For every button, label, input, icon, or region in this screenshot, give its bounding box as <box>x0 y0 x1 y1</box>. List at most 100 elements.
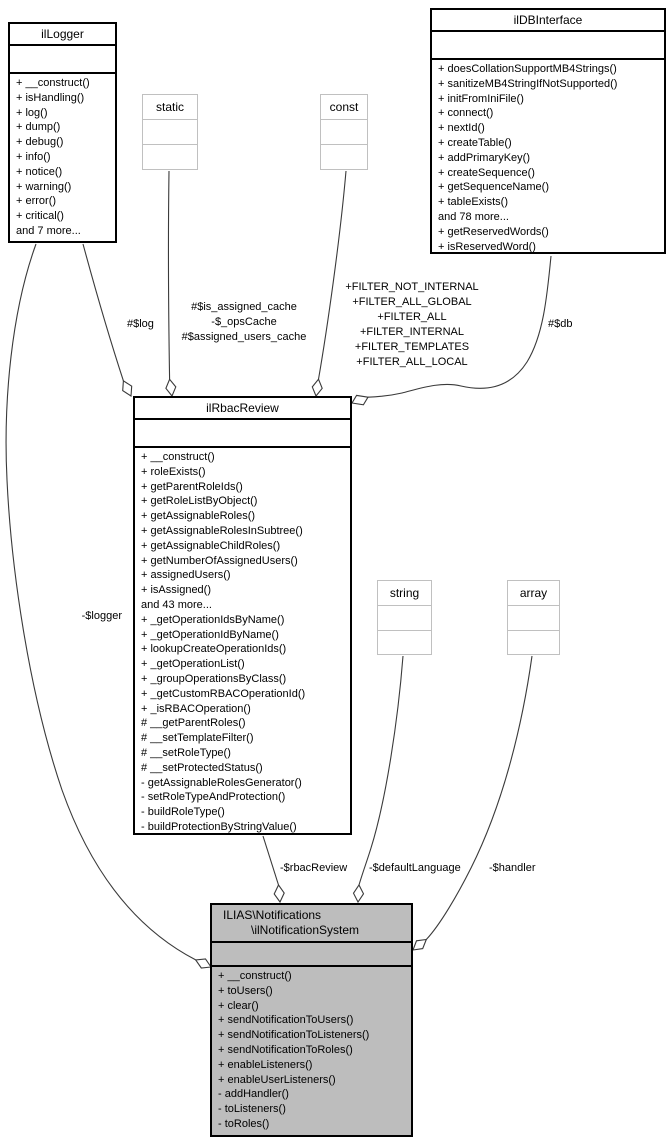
text-line: - toListeners() <box>218 1103 286 1116</box>
text-line: # __setProtectedStatus() <box>141 761 263 774</box>
text-line: + getNumberOfAssignedUsers() <box>141 554 298 567</box>
text-line: + getAssignableRolesInSubtree() <box>141 524 303 537</box>
edge-db <box>367 255 552 398</box>
type-title-array: array <box>508 581 559 606</box>
class-methods-ilrbacreview: + __construct()+ roleExists()+ getParent… <box>135 448 350 833</box>
text-line: - getAssignableRolesGenerator() <box>141 776 302 789</box>
edge-label-caches: #$is_assigned_cache -$_opsCache #$assigned… <box>167 300 321 345</box>
aggregation-diamond-rbacreview <box>273 883 285 904</box>
class-box-ildbinterface[interactable]: ilDBInterface + doesCollationSupportMB4S… <box>430 8 666 254</box>
text-line: # __setRoleType() <box>141 746 231 759</box>
aggregation-diamond-db <box>351 394 369 406</box>
edge-label-handler: -$handler <box>489 862 536 874</box>
class-title-ildbinterface: ilDBInterface <box>432 10 664 32</box>
class-attrs-ilrbacreview <box>135 420 350 448</box>
type-box-string: string <box>377 580 432 655</box>
text-line: + _getOperationIdByName() <box>141 628 279 641</box>
text-line: + debug() <box>16 136 64 149</box>
text-line: + clear() <box>218 999 259 1012</box>
text-line: + getSequenceName() <box>438 181 549 194</box>
text-line: + nextId() <box>438 122 485 135</box>
type-attrs-array <box>508 606 559 631</box>
aggregation-diamond-filters <box>311 378 323 398</box>
edge-log <box>82 243 124 381</box>
text-line: #$assigned_users_cache <box>181 331 307 343</box>
text-line: + sendNotificationToRoles() <box>218 1043 353 1056</box>
text-line: + tableExists() <box>438 196 508 209</box>
text-line: + _getOperationIdsByName() <box>141 613 285 626</box>
class-title-illogger: ilLogger <box>10 24 115 46</box>
text-line: + getAssignableRoles() <box>141 510 256 523</box>
text-line: + isReservedWord() <box>438 240 536 252</box>
class-title-ilnotificationsystem: ILIAS\Notifications \ilNotificationSyste… <box>212 905 411 943</box>
class-title-line1: ILIAS\Notifications <box>223 908 322 922</box>
edge-label-log: #$log <box>127 318 154 330</box>
text-line: -$_opsCache <box>211 316 277 328</box>
text-line: #$is_assigned_cache <box>191 301 297 313</box>
edge-label-rbacreview: -$rbacReview <box>280 862 348 874</box>
text-line: # __setTemplateFilter() <box>141 732 254 745</box>
edge-handler <box>425 655 533 940</box>
text-line: +FILTER_ALL_GLOBAL <box>352 296 472 308</box>
text-line: and 78 more... <box>438 210 509 223</box>
text-line: + notice() <box>16 165 63 178</box>
text-line: and 43 more... <box>141 598 212 611</box>
edge-label-filters: +FILTER_NOT_INTERNAL +FILTER_ALL_GLOBAL +F… <box>332 280 492 370</box>
class-box-ilnotificationsystem[interactable]: ILIAS\Notifications \ilNotificationSyste… <box>210 903 413 1137</box>
type-methods-static <box>143 145 197 169</box>
text-line: + roleExists() <box>141 465 206 478</box>
class-attrs-ilnotificationsystem <box>212 943 411 967</box>
text-line: + toUsers() <box>218 984 273 997</box>
text-line: and 7 more... <box>16 224 81 237</box>
class-attrs-ildbinterface <box>432 32 664 60</box>
text-line: - buildProtectionByStringValue() <box>141 820 297 833</box>
class-methods-ildbinterface: + doesCollationSupportMB4Strings() + sani… <box>432 60 664 252</box>
class-box-illogger[interactable]: ilLogger + __construct() + isHandling() + … <box>8 22 117 243</box>
type-methods-string <box>378 631 431 655</box>
text-line: + sanitizeMB4StringIfNotSupported() <box>438 77 618 90</box>
class-box-ilrbacreview[interactable]: ilRbacReview + __construct()+ roleExists… <box>133 396 352 835</box>
text-line: +FILTER_INTERNAL <box>359 326 465 338</box>
text-line: - buildRoleType() <box>141 806 225 819</box>
aggregation-diamond-caches <box>165 378 177 398</box>
text-line: + getAssignableChildRoles() <box>141 539 281 552</box>
type-title-static: static <box>143 95 197 120</box>
type-methods-const <box>321 145 367 169</box>
text-line: + getParentRoleIds() <box>141 480 243 493</box>
class-title-ilrbacreview: ilRbacReview <box>135 398 350 420</box>
type-box-static: static <box>142 94 198 170</box>
text-line: + isHandling() <box>16 91 85 104</box>
text-line: + addPrimaryKey() <box>438 151 531 164</box>
class-title-line2: \ilNotificationSystem <box>251 923 360 937</box>
text-line: + __construct() <box>218 970 292 982</box>
text-line: + warning() <box>16 180 72 193</box>
text-line: - setRoleTypeAndProtection() <box>141 791 286 804</box>
edge-defaultlanguage <box>358 655 404 886</box>
text-line: + connect() <box>438 107 494 120</box>
text-line: + doesCollationSupportMB4Strings() <box>438 63 617 75</box>
edge-label-defaultlanguage: -$defaultLanguage <box>369 862 461 874</box>
aggregation-diamond-logger <box>194 958 212 969</box>
text-line: +FILTER_NOT_INTERNAL <box>345 281 479 293</box>
text-line: + getRoleListByObject() <box>141 495 258 508</box>
text-line: + info() <box>16 150 51 163</box>
type-title-const: const <box>321 95 367 120</box>
aggregation-diamond-log <box>122 379 133 397</box>
edge-logger <box>5 243 196 961</box>
text-line: + lookupCreateOperationIds() <box>141 643 287 656</box>
text-line: + __construct() <box>16 77 90 89</box>
text-line: + critical() <box>16 210 64 223</box>
type-attrs-const <box>321 120 367 145</box>
text-line: + log() <box>16 106 48 119</box>
text-line: + _groupOperationsByClass() <box>141 672 287 685</box>
aggregation-diamond-defaultlanguage <box>352 883 365 904</box>
type-title-string: string <box>378 581 431 606</box>
text-line: + isAssigned() <box>141 584 212 597</box>
text-line: - toRoles() <box>218 1117 270 1130</box>
text-line: + _isRBACOperation() <box>141 702 251 715</box>
edge-static-caches <box>167 170 171 380</box>
text-line: + sendNotificationToUsers() <box>218 1014 354 1027</box>
edge-const-filters <box>317 170 347 380</box>
